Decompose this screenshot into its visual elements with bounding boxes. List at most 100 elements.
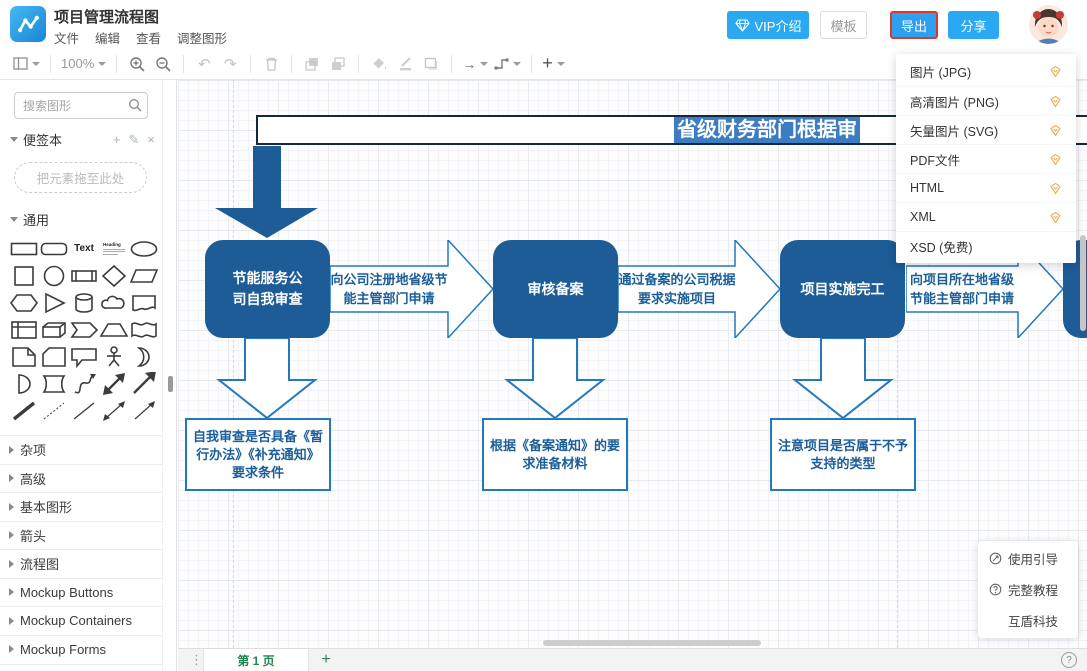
export-xsd-item[interactable]: XSD (免费): [896, 231, 1076, 260]
process-box-completion[interactable]: 项目实施完工: [780, 240, 905, 338]
help-company-item[interactable]: 互盾科技: [1008, 615, 1059, 629]
drag-drop-zone[interactable]: 把元素拖至此处: [14, 162, 147, 193]
add-note-icon[interactable]: +: [112, 132, 121, 147]
shape-curve-arrow[interactable]: [69, 370, 99, 397]
export-svg-item[interactable]: 矢量图片 (SVG): [896, 115, 1076, 144]
shape-ellipse[interactable]: [129, 235, 159, 262]
category-arrows[interactable]: 箭头: [0, 520, 162, 550]
shape-double-arrow-line[interactable]: [99, 397, 129, 424]
line-color-button[interactable]: [392, 51, 418, 77]
shape-triangle[interactable]: [39, 289, 69, 316]
shape-arrow-line[interactable]: [129, 397, 159, 424]
shape-process[interactable]: [69, 262, 99, 289]
app-logo-icon[interactable]: [10, 6, 46, 42]
shape-bold-line[interactable]: [9, 397, 39, 424]
shape-half-circle[interactable]: [9, 370, 39, 397]
zoom-level-select[interactable]: 100%: [58, 51, 109, 77]
export-pdf-item[interactable]: PDF文件: [896, 144, 1076, 173]
note-box-2[interactable]: 根据《备案通知》的要求准备材料: [482, 418, 628, 491]
category-mockup-containers[interactable]: Mockup Containers: [0, 606, 162, 635]
shape-cloud[interactable]: [99, 289, 129, 316]
help-button[interactable]: [1061, 652, 1077, 668]
share-button[interactable]: 分享: [948, 11, 999, 39]
delete-button[interactable]: [258, 51, 284, 77]
more-shapes-link[interactable]: 更多图形...: [0, 664, 162, 671]
edit-note-icon[interactable]: ✎: [128, 131, 140, 147]
menu-adjust-shapes[interactable]: 调整图形: [177, 32, 228, 46]
redo-button[interactable]: [217, 51, 243, 77]
category-mockup-forms[interactable]: Mockup Forms: [0, 634, 162, 664]
outlined-down-arrow-1[interactable]: [212, 338, 322, 420]
shape-concave[interactable]: [39, 370, 69, 397]
shape-dashed-line[interactable]: [39, 397, 69, 424]
outlined-down-arrow-2[interactable]: [500, 338, 610, 420]
undo-button[interactable]: [191, 51, 217, 77]
note-box-1[interactable]: 自我审查是否具备《暂行办法》《补充通知》要求条件: [185, 418, 331, 491]
sidebar-scrollbar[interactable]: [168, 376, 173, 392]
template-button[interactable]: 模板: [820, 11, 867, 39]
shape-arrow-chevron[interactable]: [69, 316, 99, 343]
process-box-review-filing[interactable]: 审核备案: [493, 240, 618, 338]
page-tab-1[interactable]: 第 1 页: [203, 649, 309, 671]
search-input[interactable]: [14, 92, 148, 119]
shape-rounded-rectangle[interactable]: [39, 235, 69, 262]
help-guide-item[interactable]: 使用引导: [978, 543, 1078, 574]
menu-edit[interactable]: 编辑: [95, 32, 121, 46]
shape-actor[interactable]: [99, 343, 129, 370]
shape-document[interactable]: [129, 289, 159, 316]
shape-flag[interactable]: [129, 316, 159, 343]
vertical-scrollbar[interactable]: [1080, 235, 1086, 331]
close-note-icon[interactable]: ×: [147, 132, 155, 147]
banner-selected-text[interactable]: 省级财务部门根据审: [674, 117, 860, 143]
export-jpg-item[interactable]: 图片 (JPG): [896, 57, 1076, 86]
menu-view[interactable]: 查看: [136, 32, 162, 46]
user-avatar[interactable]: [1029, 5, 1068, 44]
category-misc[interactable]: 杂项: [0, 435, 162, 464]
export-xml-item[interactable]: XML: [896, 202, 1076, 231]
shape-double-arrow[interactable]: [99, 370, 129, 397]
export-button[interactable]: 导出: [890, 11, 938, 39]
shape-note[interactable]: [9, 343, 39, 370]
shape-crescent[interactable]: [129, 343, 159, 370]
shape-card[interactable]: [39, 343, 69, 370]
connector-arrow-3[interactable]: 向项目所在地省级节能主管部门申请: [906, 240, 1063, 338]
category-mockup-buttons[interactable]: Mockup Buttons: [0, 577, 162, 607]
shape-cube[interactable]: [39, 316, 69, 343]
arrow-style-button[interactable]: [459, 51, 491, 77]
shape-heading[interactable]: Heading: [99, 235, 129, 262]
menu-file[interactable]: 文件: [54, 32, 80, 46]
page-menu-icon[interactable]: [190, 652, 203, 668]
shape-square[interactable]: [9, 262, 39, 289]
clipboard-section-header[interactable]: 便签本 + ✎ ×: [10, 130, 155, 149]
category-flowchart[interactable]: 流程图: [0, 549, 162, 578]
export-html-item[interactable]: HTML: [896, 173, 1076, 202]
category-advanced[interactable]: 高级: [0, 463, 162, 493]
shape-hexagon[interactable]: [9, 289, 39, 316]
shape-line[interactable]: [69, 397, 99, 424]
zoom-out-button[interactable]: [150, 51, 176, 77]
shape-parallelogram[interactable]: [129, 262, 159, 289]
shape-trapezoid[interactable]: [99, 316, 129, 343]
horizontal-scrollbar[interactable]: [543, 640, 761, 646]
vip-intro-button[interactable]: VIP介绍: [727, 11, 809, 39]
category-basic-shapes[interactable]: 基本图形: [0, 492, 162, 521]
solid-down-arrow[interactable]: [208, 146, 324, 238]
help-tutorial-item[interactable]: 完整教程: [978, 574, 1078, 605]
connector-style-button[interactable]: [491, 51, 524, 77]
document-title[interactable]: 项目管理流程图: [54, 9, 160, 26]
insert-shape-button[interactable]: [539, 51, 568, 77]
export-png-item[interactable]: 高清图片 (PNG): [896, 86, 1076, 115]
outlined-down-arrow-3[interactable]: [788, 338, 898, 420]
note-box-3[interactable]: 注意项目是否属于不予支持的类型: [770, 418, 916, 491]
shape-diamond[interactable]: [99, 262, 129, 289]
shape-text[interactable]: Text: [74, 243, 94, 254]
shape-internal-storage[interactable]: [9, 316, 39, 343]
fill-color-button[interactable]: [366, 51, 392, 77]
zoom-in-button[interactable]: [124, 51, 150, 77]
bring-to-front-button[interactable]: [299, 51, 325, 77]
shape-diagonal-arrow[interactable]: [129, 370, 159, 397]
shape-circle[interactable]: [39, 262, 69, 289]
send-to-back-button[interactable]: [325, 51, 351, 77]
process-box-self-review[interactable]: 节能服务公司自我审查: [205, 240, 330, 338]
connector-arrow-2[interactable]: 通过备案的公司税据要求实施项目: [618, 240, 780, 338]
